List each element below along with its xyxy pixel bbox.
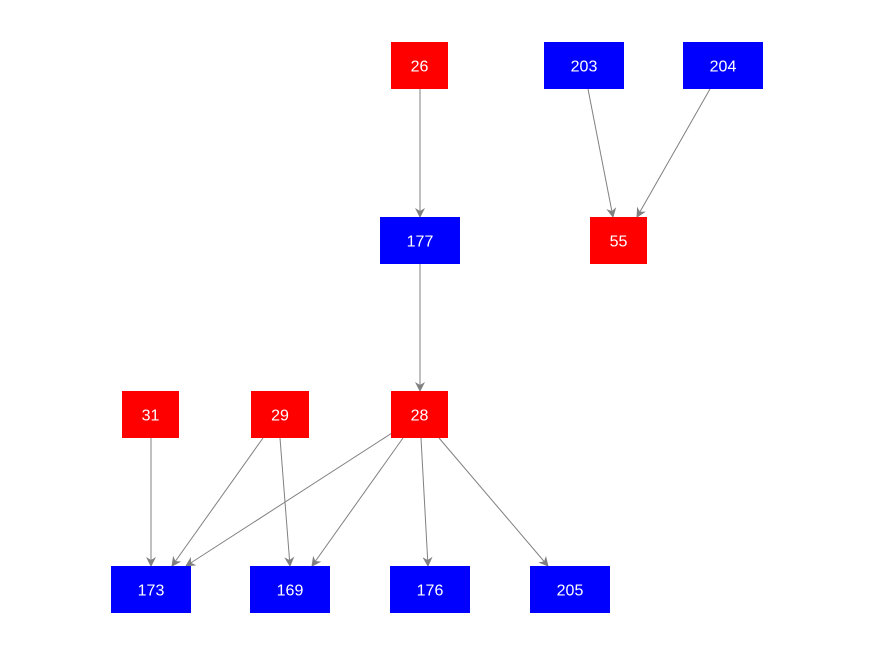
nodes-layer: 26 203 204 177 55 31 29 28 173 169 176 205	[111, 42, 763, 613]
edge-204-to-55	[636, 88, 711, 218]
node-label-169: 169	[277, 583, 304, 600]
node-label-55: 55	[610, 234, 628, 251]
node-box-203	[544, 42, 624, 89]
node-label-205: 205	[557, 583, 584, 600]
node-box-31	[122, 391, 179, 438]
node-205: 205	[530, 566, 610, 613]
node-box-26	[391, 42, 448, 89]
node-label-203: 203	[571, 59, 598, 76]
edge-28-to-205	[438, 437, 549, 567]
node-box-29	[251, 391, 309, 438]
node-203: 203	[544, 42, 624, 89]
node-box-177	[380, 217, 460, 264]
node-177: 177	[380, 217, 460, 264]
node-label-28: 28	[411, 408, 429, 425]
node-label-204: 204	[710, 59, 737, 76]
node-label-31: 31	[142, 408, 160, 425]
edge-28-to-176	[420, 437, 433, 567]
node-29: 29	[251, 391, 309, 438]
edge-203-to-55	[587, 88, 617, 218]
node-label-29: 29	[271, 408, 289, 425]
node-box-176	[390, 566, 470, 613]
node-31: 31	[122, 391, 179, 438]
node-169: 169	[250, 566, 330, 613]
node-box-28	[391, 391, 448, 438]
node-label-173: 173	[138, 583, 165, 600]
node-box-55	[590, 217, 647, 264]
node-204: 204	[683, 42, 763, 89]
node-box-205	[530, 566, 610, 613]
node-label-177: 177	[407, 234, 434, 251]
node-box-173	[111, 566, 191, 613]
edges-layer	[146, 88, 711, 567]
node-box-169	[250, 566, 330, 613]
node-55: 55	[590, 217, 647, 264]
node-label-176: 176	[417, 583, 444, 600]
node-label-26: 26	[411, 59, 429, 76]
node-box-204	[683, 42, 763, 89]
node-28: 28	[391, 391, 448, 438]
edge-28-to-173	[185, 432, 393, 567]
node-26: 26	[391, 42, 448, 89]
edge-29-to-173	[171, 437, 264, 567]
node-173: 173	[111, 566, 191, 613]
node-176: 176	[390, 566, 470, 613]
edge-28-to-169	[311, 437, 404, 567]
